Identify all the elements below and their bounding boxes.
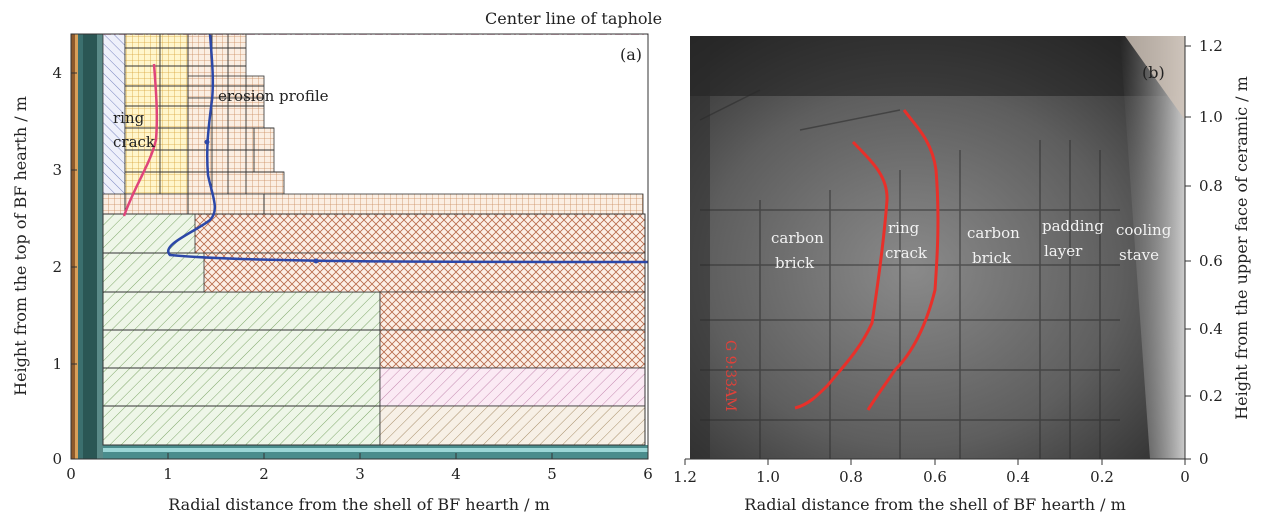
x-tick-label: 6 bbox=[643, 465, 653, 483]
carbon-brick-label-right: brick bbox=[972, 249, 1012, 267]
ring-label: ring bbox=[113, 109, 145, 127]
y-tick-label: 1.2 bbox=[1199, 37, 1223, 55]
x-axis-title-b: Radial distance from the shell of BF hea… bbox=[744, 495, 1125, 514]
panel-label-b: (b) bbox=[1142, 63, 1165, 82]
padding-layer-label: padding bbox=[1042, 217, 1104, 235]
y-tick-label: 0.2 bbox=[1199, 387, 1223, 405]
y-tick-label: 1.0 bbox=[1199, 108, 1223, 126]
ring-crack-label-b: ring bbox=[888, 219, 920, 237]
panel-a: (a) Center line of taphole erosion profi… bbox=[11, 9, 662, 514]
y-tick-label: 4 bbox=[52, 64, 62, 82]
hearth-photo: carbon brick ring crack carbon brick pad… bbox=[690, 36, 1185, 459]
padding-layer-label: layer bbox=[1044, 242, 1083, 260]
y-axis-a bbox=[71, 72, 77, 460]
x-tick-label: 0.2 bbox=[1090, 468, 1114, 486]
center-line-label: Center line of taphole bbox=[485, 9, 662, 28]
y-axis-title-a: Height from the top of BF hearth / m bbox=[11, 96, 30, 396]
carbon-brick-label-right: carbon bbox=[967, 224, 1020, 242]
x-tick-label: 0 bbox=[66, 465, 76, 483]
panel-label-a: (a) bbox=[620, 45, 642, 64]
panel-b: carbon brick ring crack carbon brick pad… bbox=[673, 36, 1251, 514]
y-axis-b bbox=[1185, 45, 1191, 460]
ring-crack-curve-a bbox=[122, 63, 159, 217]
cooling-stave-label: cooling bbox=[1116, 221, 1172, 239]
y-tick-label: 0.4 bbox=[1199, 320, 1223, 338]
x-tick-label: 3 bbox=[355, 465, 365, 483]
ring-crack-curve-b-outer bbox=[794, 140, 889, 410]
photo-timestamp: G 9:33AM bbox=[722, 340, 738, 412]
erosion-profile-line bbox=[166, 34, 648, 264]
y-tick-label: 0.8 bbox=[1199, 177, 1223, 195]
x-tick-label: 0 bbox=[1180, 468, 1190, 486]
y-tick-label: 0 bbox=[1199, 450, 1209, 468]
erosion-profile-label: erosion profile bbox=[218, 87, 329, 105]
x-tick-label: 0.8 bbox=[839, 468, 863, 486]
y-tick-label: 0.6 bbox=[1199, 252, 1223, 270]
x-tick-label: 1 bbox=[163, 465, 173, 483]
x-tick-label: 0.4 bbox=[1006, 468, 1030, 486]
cooling-stave-label: stave bbox=[1119, 246, 1159, 264]
x-axis-a bbox=[70, 453, 649, 459]
crack-label: crack bbox=[113, 133, 156, 151]
y-axis-title-b: Height from the upper face of ceramic / … bbox=[1232, 76, 1251, 420]
erosion-marker bbox=[313, 258, 319, 264]
x-tick-label: 0.6 bbox=[923, 468, 947, 486]
x-tick-label: 1.0 bbox=[756, 468, 780, 486]
x-tick-label: 4 bbox=[451, 465, 461, 483]
y-tick-label: 2 bbox=[52, 258, 62, 276]
x-axis-title-a: Radial distance from the shell of BF hea… bbox=[168, 495, 549, 514]
y-tick-label: 0 bbox=[52, 450, 62, 468]
carbon-brick-label-left: carbon bbox=[771, 229, 824, 247]
y-tick-label: 1 bbox=[52, 355, 62, 373]
x-axis-b bbox=[684, 459, 1186, 465]
x-tick-label: 1.2 bbox=[673, 468, 697, 486]
ring-crack-label-b: crack bbox=[885, 244, 928, 262]
x-tick-label: 2 bbox=[259, 465, 269, 483]
y-tick-label: 3 bbox=[52, 161, 62, 179]
ring-crack-curve-b-inner bbox=[866, 109, 940, 411]
erosion-marker bbox=[204, 139, 210, 145]
x-tick-label: 5 bbox=[547, 465, 557, 483]
carbon-brick-label-left: brick bbox=[775, 254, 815, 272]
hearth-structure bbox=[71, 34, 648, 459]
